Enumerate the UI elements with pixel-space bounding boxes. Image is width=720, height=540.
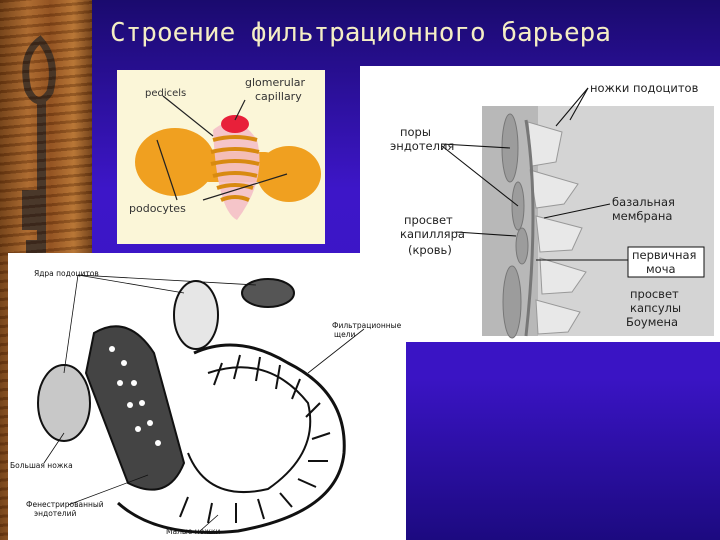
label-podocyte-feet: ножки подоцитов (590, 81, 699, 95)
label-capillary-lumen-3: (кровь) (408, 243, 452, 257)
label-filtration-slits-1: Фильтрационные (332, 321, 402, 330)
label-primary-urine-2: моча (646, 262, 676, 276)
label-fenestrated-1: Фенестрированный (26, 500, 104, 509)
label-basement-membrane-2: мембрана (612, 209, 673, 223)
label-primary-urine-1: первичная (632, 248, 697, 262)
label-small-feet: Малые ножки (166, 527, 221, 536)
label-capillary-lumen-2: капилляра (400, 227, 465, 241)
label-glomerular: glomerular (245, 76, 306, 89)
label-bowman-3: Боумена (626, 315, 679, 329)
label-capillary-lumen-1: просвет (404, 213, 453, 227)
label-fenestrated-2: эндотелий (34, 509, 77, 518)
label-basement-membrane-1: базальная (612, 195, 675, 209)
label-filtration-slits-2: щели (334, 330, 356, 339)
glomerulus-drawing (135, 95, 321, 220)
podocyte-drawing: Ядра подоцитов Фильтрационные щели Больш… (8, 253, 406, 540)
label-large-foot: Большая ножка (10, 461, 73, 470)
label-capillary: capillary (255, 90, 302, 103)
label-bowman-2: капсулы (630, 301, 682, 315)
glomerulus-illustration: pedicels glomerular capillary podocytes (117, 70, 325, 244)
podocyte-sketch (37, 274, 365, 534)
barrier-drawing (441, 87, 714, 339)
label-podocyte-nuclei: Ядра подоцитов (34, 269, 99, 278)
slide-title: Строение фильтрационного барьера (110, 18, 611, 48)
label-bowman-1: просвет (630, 287, 679, 301)
label-podocytes: podocytes (129, 202, 186, 215)
filtration-barrier-schematic: ножки подоцитов поры эндотелия просвет к… (360, 66, 720, 342)
label-endothelium-pores-1: поры (400, 125, 431, 139)
label-endothelium-pores-2: эндотелия (390, 139, 455, 153)
label-pedicels: pedicels (145, 88, 187, 99)
